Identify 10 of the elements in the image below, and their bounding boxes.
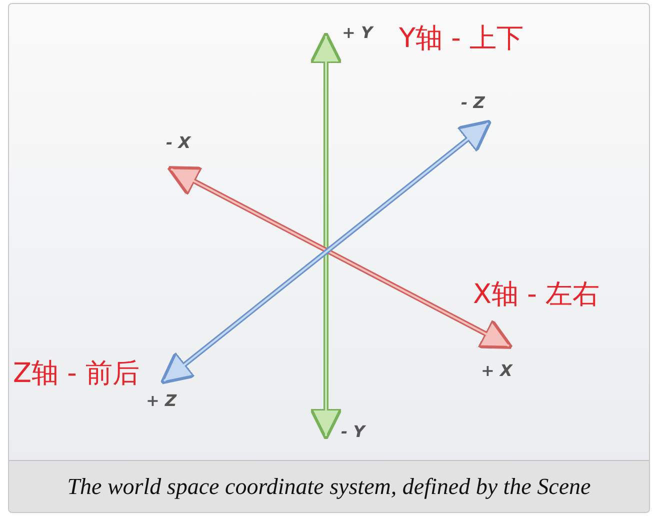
axis-title: Z轴 - 前后: [13, 357, 140, 391]
axis-end-label: - Y: [341, 422, 365, 441]
axis-title: Y轴 - 上下: [399, 22, 524, 56]
axis-end-label: + Z: [146, 391, 177, 410]
caption: The world space coordinate system, defined by the Scene: [67, 474, 591, 500]
axis-end-label: - X: [166, 133, 191, 152]
axis-end-label: + Y: [342, 23, 373, 42]
axis-end-label: - Z: [461, 93, 485, 112]
axis-title: X轴 - 左右: [473, 278, 600, 312]
axis-end-label: + X: [481, 361, 512, 380]
